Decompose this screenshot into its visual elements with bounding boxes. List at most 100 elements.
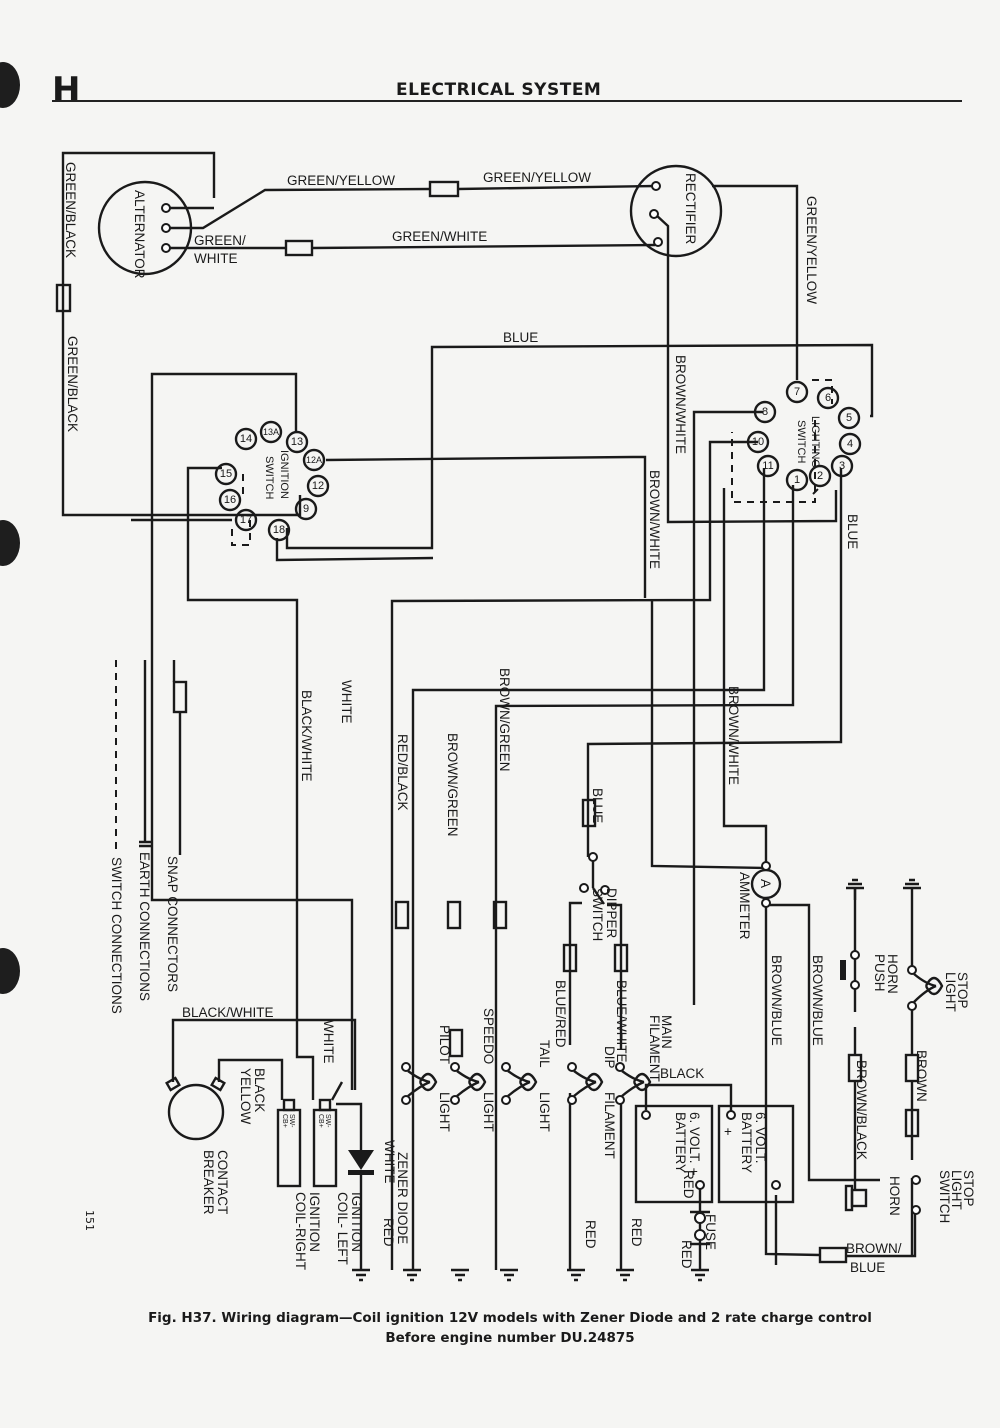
svg-text:BLUE: BLUE: [850, 1260, 885, 1275]
snap-connector: [172, 680, 188, 714]
svg-text:BROWN/WHITE: BROWN/WHITE: [673, 355, 688, 454]
svg-text:GREEN/YELLOW: GREEN/YELLOW: [287, 173, 395, 188]
svg-text:6: 6: [825, 392, 831, 404]
svg-text:IGNITION: IGNITION: [307, 1192, 322, 1252]
svg-text:BLUE/RED: BLUE/RED: [553, 980, 568, 1048]
svg-text:12: 12: [312, 480, 324, 492]
caption-line-2: Before engine number DU.24875: [385, 1330, 635, 1346]
wire-blue: [285, 343, 874, 550]
svg-text:TAIL: TAIL: [537, 1040, 552, 1068]
svg-text:BROWN/WHITE: BROWN/WHITE: [647, 470, 662, 569]
svg-text:YELLOW: YELLOW: [238, 1068, 253, 1125]
legend-earth-label: EARTH CONNECTIONS: [137, 852, 152, 1001]
svg-text:CB+: CB+: [317, 1114, 324, 1128]
wire-rectifier-out: [654, 213, 838, 524]
svg-text:18: 18: [273, 524, 285, 536]
svg-text:14: 14: [240, 433, 252, 445]
snap-connector: [581, 798, 597, 828]
page-title: ELECTRICAL SYSTEM: [396, 80, 602, 100]
earth-icon: [403, 1268, 421, 1282]
svg-text:RED/BLACK: RED/BLACK: [395, 734, 410, 811]
svg-text:RED: RED: [629, 1218, 644, 1247]
binder-hole: [0, 948, 20, 994]
svg-text:BLACK/WHITE: BLACK/WHITE: [299, 690, 314, 782]
svg-text:GREEN/BLACK: GREEN/BLACK: [63, 162, 78, 258]
svg-text:ZENER DIODE: ZENER DIODE: [395, 1152, 410, 1244]
svg-text:LIGHT: LIGHT: [949, 1170, 964, 1210]
svg-text:1: 1: [794, 474, 800, 486]
svg-text:13A: 13A: [263, 427, 279, 437]
svg-text:RED: RED: [583, 1220, 598, 1249]
stop-light: STOP LIGHT: [907, 965, 970, 1012]
svg-text:STOP: STOP: [955, 972, 970, 1009]
binder-hole: [0, 62, 20, 108]
svg-text:RED: RED: [381, 1218, 396, 1247]
ammeter: A AMMETER: [737, 861, 782, 940]
wire-green-black: [61, 151, 302, 517]
snap-connector: [904, 1108, 920, 1138]
svg-text:BREAKER: BREAKER: [201, 1150, 216, 1215]
rectifier: RECTIFIER: [629, 164, 723, 258]
svg-text:LIGHT: LIGHT: [437, 1092, 452, 1132]
svg-text:+: +: [724, 1124, 732, 1139]
svg-text:9: 9: [303, 503, 309, 515]
svg-text:SWITCH: SWITCH: [795, 420, 807, 463]
svg-text:BROWN/BLACK: BROWN/BLACK: [854, 1060, 869, 1160]
svg-text:CONTACT: CONTACT: [215, 1150, 230, 1214]
svg-text:BROWN/: BROWN/: [846, 1241, 902, 1256]
svg-text:BATTERY: BATTERY: [739, 1112, 754, 1173]
svg-text:WHITE: WHITE: [194, 251, 238, 266]
svg-text:BROWN/GREEN: BROWN/GREEN: [497, 668, 512, 772]
tail-light: TAIL LIGHT: [501, 1040, 552, 1132]
snap-connector: [394, 900, 410, 930]
svg-text:BROWN: BROWN: [914, 1050, 929, 1102]
svg-text:8: 8: [762, 406, 768, 418]
wire-labels: GREEN/YELLOW GREEN/YELLOW GREEN/ WHITE G…: [63, 162, 929, 1275]
svg-text:GREEN/: GREEN/: [194, 233, 246, 248]
earth-icon: [500, 1268, 518, 1282]
svg-text:BROWN/BLUE: BROWN/BLUE: [769, 955, 784, 1046]
svg-text:11: 11: [762, 460, 773, 472]
batteries: 6. VOLT. BATTERY + 6. VOLT. BATTERY + FU…: [634, 1104, 795, 1250]
svg-text:HORN: HORN: [885, 954, 900, 994]
earth-icon: [691, 1268, 709, 1282]
svg-text:17: 17: [240, 514, 252, 526]
svg-text:RED: RED: [681, 1170, 696, 1199]
pilot-light: PILOT LIGHT: [401, 1025, 452, 1132]
battery-right: [717, 1104, 795, 1204]
speedo-light: SPEEDO LIGHT: [450, 1008, 496, 1132]
dipper-switch: DIPPER SWITCH: [579, 852, 619, 941]
svg-text:FUSE: FUSE: [703, 1214, 718, 1250]
svg-text:WHITE: WHITE: [382, 1140, 397, 1184]
horn: HORN: [844, 1176, 902, 1216]
svg-text:FILAMENT: FILAMENT: [647, 1015, 662, 1082]
horn-push: HORN PUSH: [840, 950, 900, 994]
svg-text:SW-: SW-: [288, 1114, 295, 1128]
svg-text:BROWN/BLUE: BROWN/BLUE: [810, 955, 825, 1046]
svg-text:MAIN: MAIN: [659, 1015, 674, 1049]
svg-text:RED: RED: [679, 1240, 694, 1269]
svg-text:15: 15: [220, 468, 232, 480]
svg-text:BLUE: BLUE: [590, 788, 605, 823]
svg-text:SWITCH: SWITCH: [263, 456, 275, 499]
snap-connector: [562, 943, 578, 973]
dip-filament: DIP FILAMENT: [567, 1046, 617, 1159]
svg-text:BROWN/GREEN: BROWN/GREEN: [445, 733, 460, 837]
ignition-switch-label: IGNITION: [278, 450, 290, 499]
alternator-label: ALTERNATOR: [132, 190, 147, 279]
svg-text:COIL-RIGHT: COIL-RIGHT: [293, 1192, 308, 1270]
svg-text:10: 10: [752, 436, 764, 448]
ignition-coil-left: SW- CB+ IGNITION COIL- LEFT: [312, 1098, 364, 1265]
svg-text:PILOT: PILOT: [437, 1025, 452, 1064]
svg-text:STOP: STOP: [961, 1170, 976, 1207]
wire-12a: [325, 455, 647, 598]
svg-text:12A: 12A: [306, 455, 322, 465]
svg-text:6. VOLT.: 6. VOLT.: [687, 1112, 702, 1164]
svg-text:BLACK/WHITE: BLACK/WHITE: [182, 1005, 274, 1020]
ammeter-symbol: A: [758, 879, 773, 888]
svg-text:COIL- LEFT: COIL- LEFT: [335, 1192, 350, 1265]
svg-text:LIGHT: LIGHT: [481, 1092, 496, 1132]
caption-line-1: Fig. H37. Wiring diagram—Coil ignition 1…: [148, 1310, 872, 1326]
ammeter-label: AMMETER: [737, 872, 752, 940]
